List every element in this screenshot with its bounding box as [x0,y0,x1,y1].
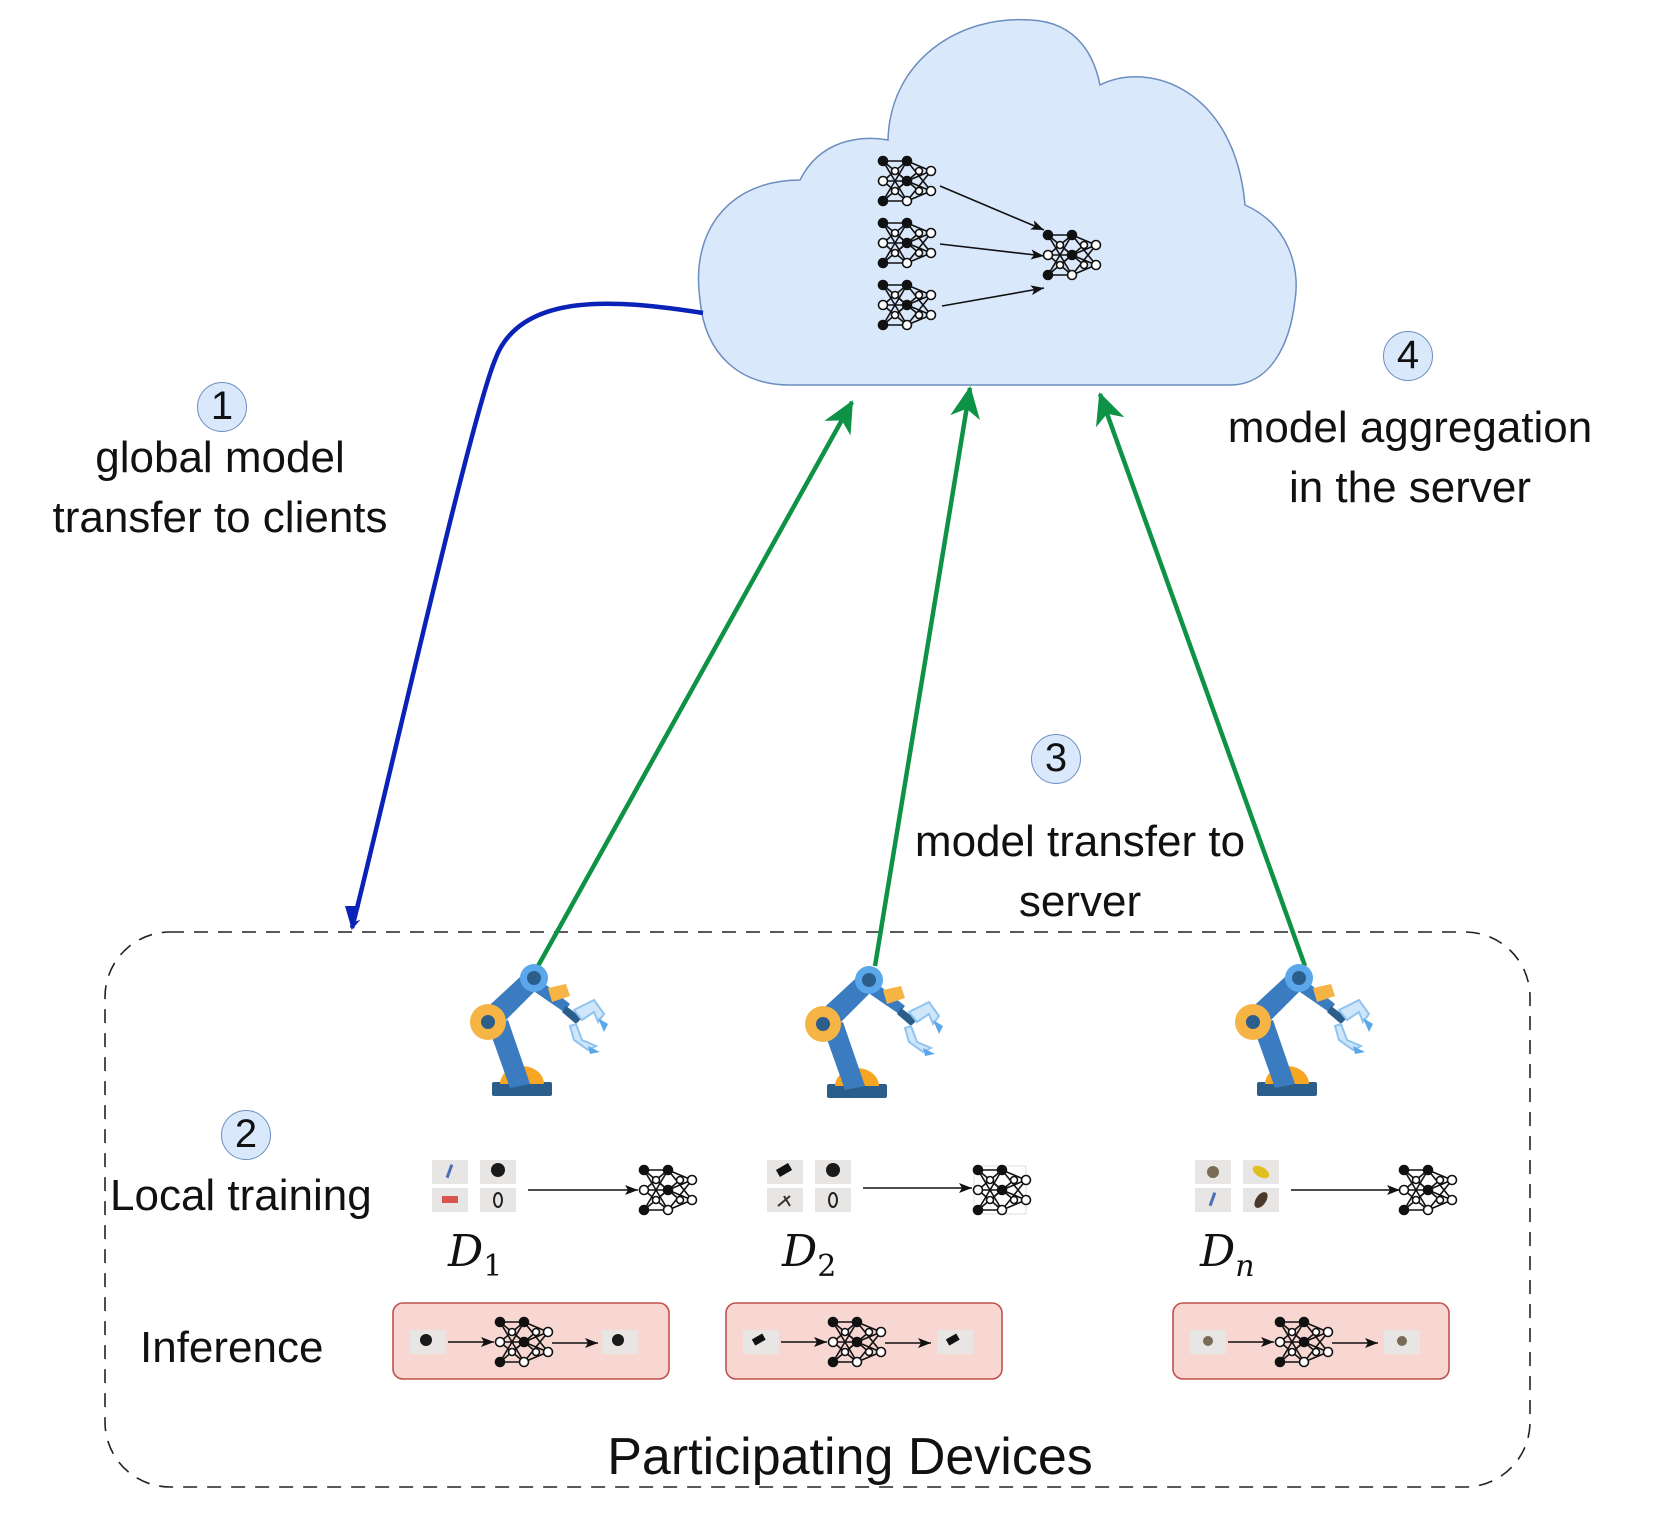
step-4-label-line: model aggregation [1227,403,1593,452]
step-badge-3: 3 [1031,734,1081,784]
global-model-transfer-arrow [348,301,704,930]
dataset-symbol: D [782,1226,818,1277]
step-1-label-line: transfer to clients [52,493,388,542]
dataset-subscript: 2 [817,1248,837,1284]
step-4-label-line: in the server [1288,463,1532,512]
inference-box-n [1172,1302,1450,1380]
cloud-neural-network-icons [877,155,1102,331]
dataset-label-1: D1 [448,1226,502,1284]
local-training-client-1 [432,1160,698,1216]
robot-arm-icon [804,965,944,1099]
participating-devices-title: Participating Devices [607,1428,1093,1486]
step-3-label-line: server [1018,877,1142,926]
step-2-label: Local training [110,1166,420,1226]
step-1-label: global model transfer to clients [20,428,420,548]
model-upload-arrow-n [1096,392,1308,967]
neural-network-icon [638,1164,698,1216]
server-cloud [697,18,1297,386]
aggregate-arrow [939,185,1045,231]
aggregate-arrow [941,285,1045,307]
local-training-client-n [1195,1160,1458,1216]
robot-arm-icon [469,963,609,1097]
neural-network-icon [1398,1164,1458,1216]
step-badge-1: 1 [197,382,247,432]
step-4-label: model aggregation in the server [1190,398,1630,518]
step-2-label-line: Local training [110,1171,372,1220]
step-3-label: model transfer to server [860,812,1300,932]
inference-box-1 [392,1302,670,1380]
dataset-symbol: D [1200,1226,1236,1277]
inference-label: Inference [140,1323,324,1372]
step-1-label-line: global model [95,433,345,482]
step-3-label-line: model transfer to [914,817,1246,866]
dataset-subscript: n [1235,1248,1255,1284]
model-upload-arrow-1 [536,400,854,968]
object-image-thumbnail [815,1188,851,1212]
local-training-client-2 [767,1160,1032,1216]
step-badge-2: 2 [221,1110,271,1160]
dataset-symbol: D [448,1226,484,1277]
dataset-label-n: Dn [1200,1226,1255,1284]
global-model-arrowhead [345,906,360,930]
dataset-subscript: 1 [483,1248,503,1284]
robot-arm-icon [1234,963,1374,1097]
model-upload-arrow-2 [872,386,980,967]
inference-box-2 [725,1302,1003,1380]
participating-devices-container [104,931,1531,1488]
object-image-thumbnail [480,1188,516,1212]
step-badge-4: 4 [1383,331,1433,381]
dataset-label-2: D2 [782,1226,836,1284]
aggregate-arrow [939,243,1045,260]
